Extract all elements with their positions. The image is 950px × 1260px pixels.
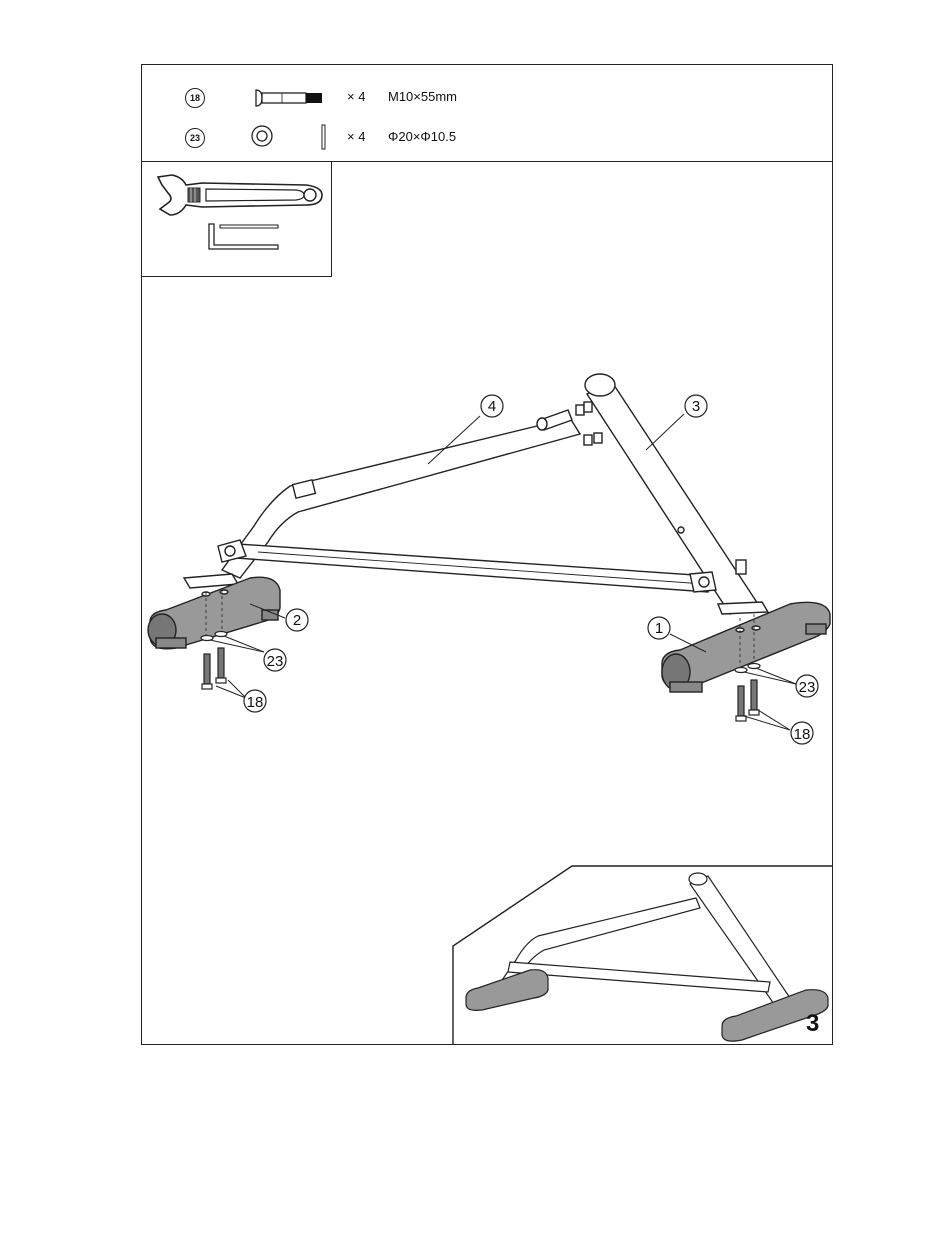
assembled-inset	[453, 866, 832, 1044]
washer-23	[215, 632, 227, 637]
tube-hole	[678, 527, 684, 533]
bolt-18	[218, 648, 224, 678]
bolt-18	[738, 686, 744, 716]
callout-label: 4	[488, 398, 496, 415]
washer-23	[735, 668, 747, 673]
callout-label: 23	[799, 679, 816, 696]
callout-label: 3	[692, 398, 700, 415]
callout-label: 2	[293, 612, 301, 629]
callout-label: 23	[267, 653, 284, 670]
washer-23	[201, 636, 213, 641]
callout-label: 18	[794, 726, 811, 743]
callout-label: 1	[655, 620, 663, 637]
bolt-18	[751, 680, 757, 710]
step-number: 3	[806, 1010, 819, 1038]
callout-label: 18	[247, 694, 264, 711]
upright-tube-end	[585, 374, 615, 396]
cross-bar	[236, 544, 710, 592]
right-foot-plate	[718, 602, 768, 614]
bolt-18	[204, 654, 210, 684]
washer-23	[748, 664, 760, 669]
